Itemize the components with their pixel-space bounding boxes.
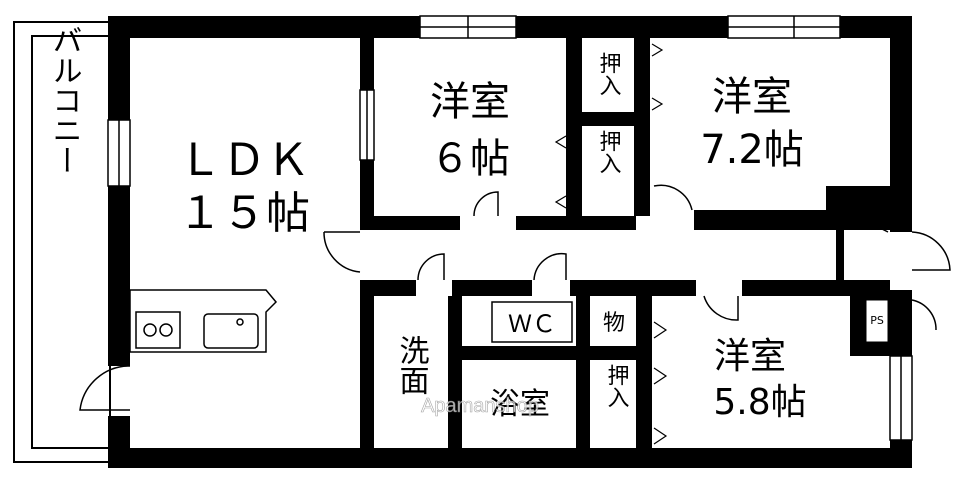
- outer-walls: [108, 16, 912, 468]
- western-room-1-name: 洋室: [430, 79, 510, 125]
- storage-label: 物: [603, 311, 625, 336]
- balcony-label: バルコニー: [47, 25, 82, 175]
- room-ldk: ＬＤＫ １５帖: [178, 135, 310, 239]
- room-western-1: 洋室 ６帖: [430, 79, 510, 182]
- balcony: バルコニー: [13, 21, 111, 463]
- room-western-2: 洋室 7.2帖: [700, 74, 804, 173]
- closet-door-marks: [554, 43, 668, 445]
- western-room-3-name: 洋室: [714, 336, 786, 377]
- toilet-label: ＷＣ: [508, 310, 556, 338]
- western-room-2-size: 7.2帖: [700, 127, 804, 173]
- western-room-1-size: ６帖: [430, 136, 510, 182]
- washroom-label: 洗面: [394, 335, 429, 395]
- pipe-space-label: PS: [870, 314, 884, 327]
- bathroom-label: 浴室: [490, 387, 550, 422]
- watermark-text: Apamanshop: [421, 395, 539, 417]
- ldk-name: ＬＤＫ: [178, 135, 310, 186]
- doors[interactable]: [79, 184, 951, 411]
- ldk-size: １５帖: [178, 188, 310, 239]
- windows: [107, 15, 913, 441]
- closet-label-3: 押入: [604, 364, 630, 408]
- western-room-3-size: 5.8帖: [713, 382, 806, 423]
- closet-label-2: 押入: [596, 130, 622, 174]
- closet-label-1: 押入: [596, 52, 622, 96]
- western-room-2-name: 洋室: [712, 74, 792, 120]
- room-western-3: 洋室 5.8帖: [713, 336, 806, 423]
- kitchen-counter: [129, 289, 278, 353]
